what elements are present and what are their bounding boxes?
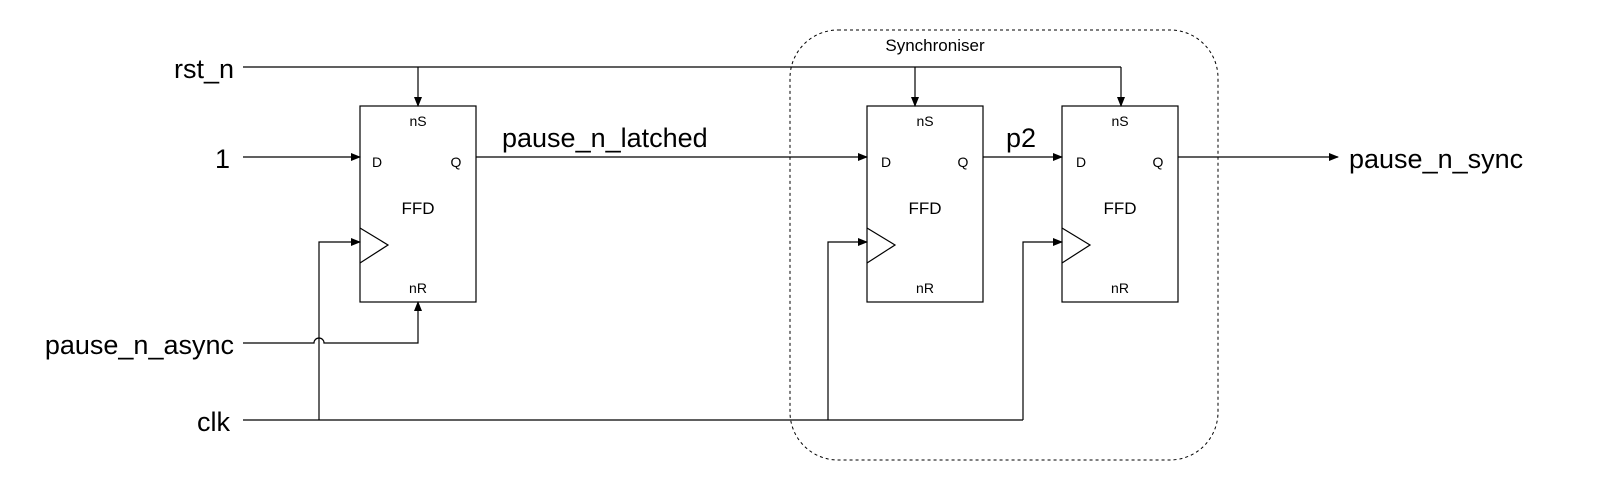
- latched-label: pause_n_latched: [502, 123, 708, 153]
- ff2-d-pin: D: [881, 154, 891, 170]
- ff1-q-pin: Q: [451, 154, 462, 170]
- clk-wire: [243, 238, 1063, 421]
- ff3-set-pin: nS: [1111, 113, 1128, 129]
- flipflop-2: nS D Q FFD nR: [866, 105, 984, 303]
- rst-label: rst_n: [174, 54, 234, 84]
- ff3-reset-pin: nR: [1111, 280, 1129, 296]
- clk-label: clk: [197, 407, 230, 437]
- output-label: pause_n_sync: [1349, 144, 1523, 174]
- d-input-label: 1: [215, 144, 230, 174]
- ff2-q-pin: Q: [958, 154, 969, 170]
- ff1-name: FFD: [401, 199, 434, 218]
- ff1-reset-pin: nR: [409, 280, 427, 296]
- ff3-q-pin: Q: [1153, 154, 1164, 170]
- ff1-d-pin: D: [372, 154, 382, 170]
- pause-async-label: pause_n_async: [45, 330, 234, 360]
- ff2-name: FFD: [908, 199, 941, 218]
- ff3-d-pin: D: [1076, 154, 1086, 170]
- flipflop-3: nS D Q FFD nR: [1061, 105, 1179, 303]
- pause-async-wire: [243, 301, 422, 344]
- ff2-reset-pin: nR: [916, 280, 934, 296]
- ff3-name: FFD: [1103, 199, 1136, 218]
- flipflop-1: nS D Q FFD nR: [359, 105, 477, 303]
- synchroniser-label: Synchroniser: [885, 36, 985, 55]
- rst-wire: [243, 66, 1125, 107]
- ff1-set-pin: nS: [409, 113, 426, 129]
- ff2-set-pin: nS: [916, 113, 933, 129]
- p2-label: p2: [1006, 123, 1036, 153]
